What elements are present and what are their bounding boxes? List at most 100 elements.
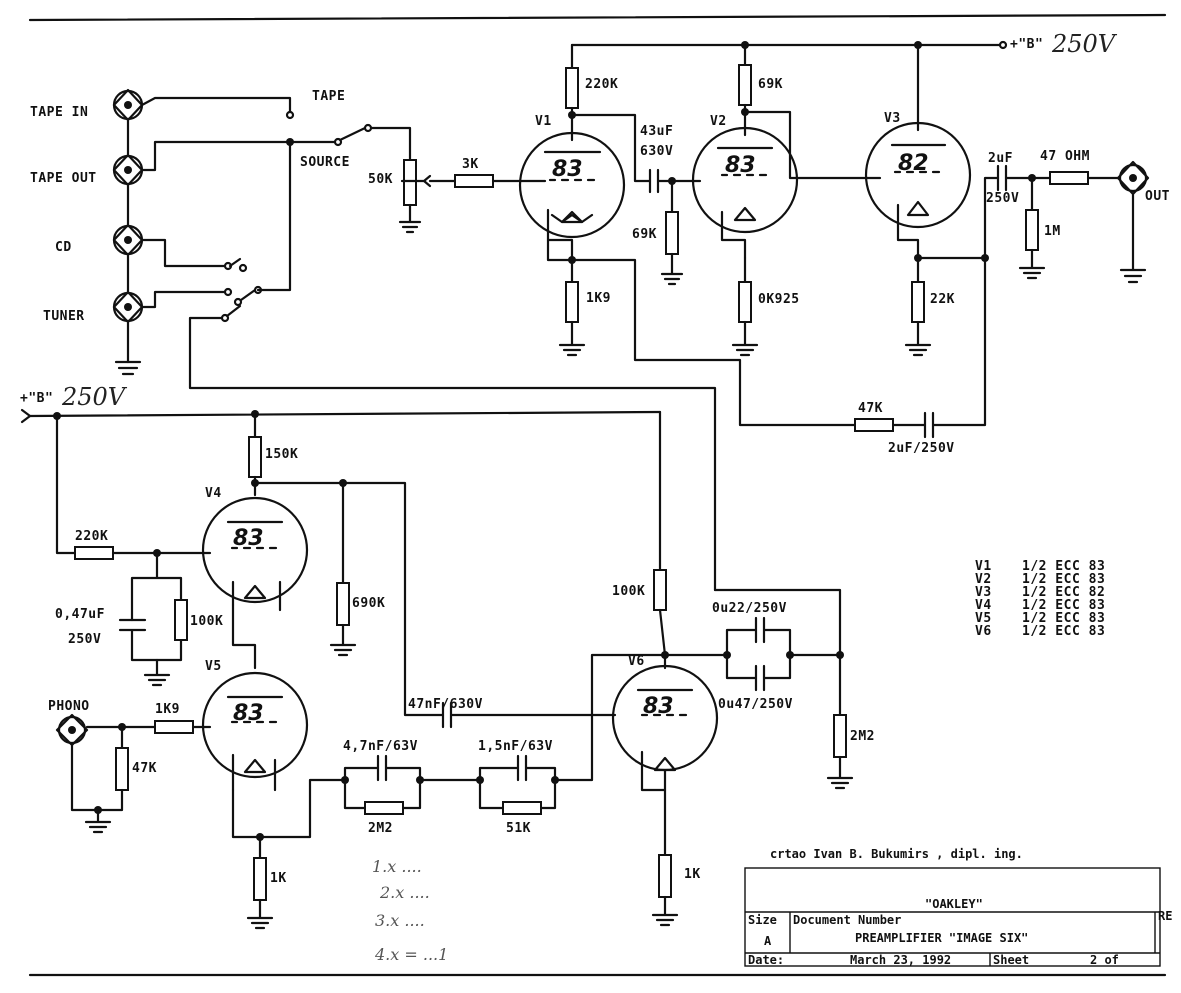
legend-spec-5: 1/2 ECC 83 bbox=[1022, 624, 1105, 639]
tube-v3: 82 V3 bbox=[864, 111, 972, 260]
legend-ref-3: V4 bbox=[975, 598, 992, 613]
label-47nf-63v: 4,7nF/63V bbox=[343, 739, 418, 754]
legend-ref-5: V6 bbox=[975, 624, 992, 639]
label-220k-top: 220K bbox=[585, 77, 618, 92]
resistor-1m bbox=[1025, 209, 1039, 251]
label-cd: CD bbox=[55, 240, 72, 255]
label-pot: 50K bbox=[368, 172, 393, 187]
wire-to-pot bbox=[369, 126, 412, 162]
resistor-100k-v6 bbox=[653, 569, 667, 611]
potentiometer-50k: 50K bbox=[368, 159, 432, 234]
tube-v4-type: 83 bbox=[233, 526, 264, 551]
title-size-label: Size bbox=[748, 913, 777, 927]
tube-v1-type: 83 bbox=[552, 157, 583, 182]
b-plus-rail-left bbox=[28, 410, 662, 418]
label-1k9-phono: 1K9 bbox=[155, 702, 180, 717]
title-date-label: Date: bbox=[748, 953, 784, 967]
title-company: "OAKLEY" bbox=[925, 897, 983, 911]
jack-phono bbox=[55, 713, 100, 812]
tube-v6-ref: V6 bbox=[628, 654, 645, 669]
label-1k-v5: 1K bbox=[270, 871, 287, 886]
wire-tape-out-return bbox=[188, 316, 717, 592]
label-tape-out: TAPE OUT bbox=[30, 171, 97, 186]
hand-b-top: 250V bbox=[1051, 30, 1118, 58]
legend-spec-1: 1/2 ECC 83 bbox=[1022, 572, 1105, 587]
resistor-1k-v5 bbox=[253, 857, 267, 901]
label-1m: 1M bbox=[1044, 224, 1061, 239]
resistor-690k bbox=[336, 582, 350, 626]
title-author: crtao Ivan B. Bukumirs , dipl. ing. bbox=[770, 847, 1023, 861]
title-date-value: March 23, 1992 bbox=[850, 953, 951, 967]
label-2uf: 2uF bbox=[988, 151, 1013, 166]
title-docnum-label: Document Number bbox=[793, 913, 901, 927]
resistor-3k bbox=[454, 174, 494, 188]
resistor-69k-grid bbox=[665, 211, 679, 255]
resistor-47k-feedback bbox=[854, 418, 894, 432]
tube-v6-type: 83 bbox=[643, 694, 674, 719]
jack-tape-in bbox=[112, 89, 144, 121]
label-2uf-250v: 2uF/250V bbox=[888, 441, 955, 456]
label-phono: PHONO bbox=[48, 699, 90, 714]
label-630v: 630V bbox=[640, 144, 673, 159]
label-47k-phono: 47K bbox=[132, 761, 157, 776]
label-43uf: 43uF bbox=[640, 124, 673, 139]
resistor-22k bbox=[911, 281, 925, 323]
wire-feedback bbox=[570, 258, 857, 427]
label-100k-v6: 100K bbox=[612, 584, 645, 599]
tube-v4: 83 V4 bbox=[201, 486, 309, 612]
title-name: PREAMPLIFIER "IMAGE SIX" bbox=[855, 931, 1028, 945]
title-sheet-label: Sheet bbox=[993, 953, 1029, 967]
title-sheet-value: 2 of bbox=[1090, 953, 1119, 967]
label-150k: 150K bbox=[265, 447, 298, 462]
label-69k-grid: 69K bbox=[632, 227, 657, 242]
label-100k-bottom: 100K bbox=[190, 614, 223, 629]
legend-spec-3: 1/2 ECC 83 bbox=[1022, 598, 1105, 613]
tube-v5: 83 V5 bbox=[201, 659, 309, 792]
label-0u22: 0u22/250V bbox=[712, 601, 787, 616]
resistor-2m2-mid bbox=[364, 801, 404, 815]
title-rev: RE bbox=[1158, 909, 1172, 923]
tube-v1: 83 V1 bbox=[518, 114, 626, 260]
note-line-2: 3.x .... bbox=[375, 911, 425, 930]
label-15nf: 1,5nF/63V bbox=[478, 739, 553, 754]
note-line-0: 1.x .... bbox=[372, 857, 422, 876]
resistor-0k925 bbox=[738, 281, 752, 323]
input-jacks: TAPE IN TAPE OUT CD TUNER bbox=[30, 88, 144, 376]
resistor-47k-phono bbox=[115, 747, 129, 791]
tube-v5-type: 83 bbox=[233, 701, 264, 726]
label-250v: 250V bbox=[986, 191, 1019, 206]
label-47k-feedback: 47K bbox=[858, 401, 883, 416]
label-220k-bottom: 220K bbox=[75, 529, 108, 544]
label-047uf-v: 250V bbox=[68, 632, 101, 647]
wire-tape-in bbox=[140, 96, 292, 114]
label-22k: 22K bbox=[930, 292, 955, 307]
label-0u47: 0u47/250V bbox=[718, 697, 793, 712]
jack-tuner bbox=[112, 291, 144, 323]
jack-cd bbox=[112, 224, 144, 256]
label-3k: 3K bbox=[462, 157, 479, 172]
note-line-3: 4.x = ...1 bbox=[374, 945, 448, 964]
wire-v2-to-v3 bbox=[743, 110, 882, 180]
title-size-value: A bbox=[764, 934, 772, 948]
legend-spec-4: 1/2 ECC 83 bbox=[1022, 611, 1105, 626]
tube-v3-type: 82 bbox=[898, 151, 929, 176]
handwritten-notes: 1.x .... 2.x .... 3.x .... 4.x = ...1 bbox=[372, 857, 448, 964]
resistor-51k bbox=[502, 801, 542, 815]
tube-v4-ref: V4 bbox=[205, 486, 222, 501]
label-2m2-mid: 2M2 bbox=[368, 821, 393, 836]
legend-ref-0: V1 bbox=[975, 559, 992, 574]
resistor-1k9-top bbox=[565, 281, 579, 323]
label-tuner: TUNER bbox=[43, 309, 85, 324]
wire-cd bbox=[140, 238, 227, 268]
resistor-220k-bottom bbox=[74, 546, 114, 560]
frame-top-line bbox=[28, 13, 1167, 22]
tube-v2: 83 V2 bbox=[691, 114, 799, 260]
label-0k925: 0K925 bbox=[758, 292, 800, 307]
tube-v6: 83 V6 bbox=[611, 654, 719, 792]
wire-tape-out bbox=[140, 140, 337, 172]
label-tape-in: TAPE IN bbox=[30, 105, 88, 120]
tube-v3-ref: V3 bbox=[884, 111, 901, 126]
resistor-69k-top bbox=[738, 64, 752, 106]
label-69k-top: 69K bbox=[758, 77, 783, 92]
label-51k: 51K bbox=[506, 821, 531, 836]
